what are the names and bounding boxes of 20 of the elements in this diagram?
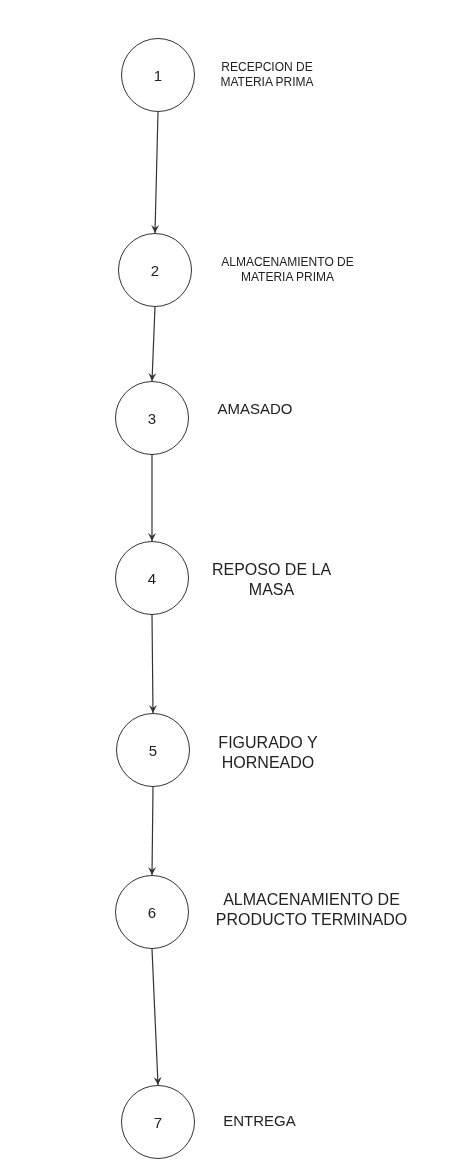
step-label: ALMACENAMIENTO DE PRODUCTO TERMINADO [214, 890, 409, 930]
step-label: ENTREGA [222, 1112, 297, 1131]
step-number: 3 [147, 409, 157, 427]
step-number: 1 [153, 66, 163, 84]
step-label: RECEPCION DE MATERIA PRIMA [219, 60, 315, 90]
step-number: 4 [147, 569, 157, 587]
arrow [148, 614, 157, 714]
step-number: 5 [148, 741, 158, 759]
step-label: AMASADO [216, 400, 294, 419]
arrow [148, 306, 157, 382]
step-number: 7 [153, 1113, 163, 1131]
step-label: FIGURADO Y HORNEADO [217, 733, 319, 773]
step-number: 6 [147, 903, 157, 921]
step-label: REPOSO DE LA MASA [210, 560, 333, 600]
arrow [151, 948, 162, 1086]
step-label: ALMACENAMIENTO DE MATERIA PRIMA [220, 255, 355, 285]
arrow [148, 786, 157, 876]
arrow [148, 454, 156, 542]
arrow [151, 111, 160, 234]
step-number: 2 [150, 261, 160, 279]
